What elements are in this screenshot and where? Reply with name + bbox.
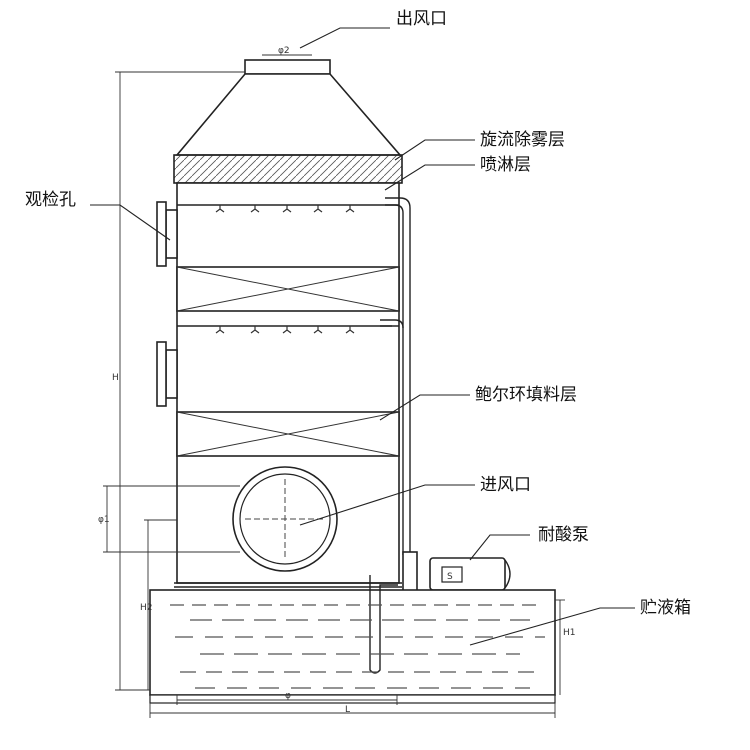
height-label: H	[112, 373, 119, 383]
demister-label: 旋流除雾层	[480, 130, 565, 150]
outlet-duct	[244, 59, 331, 75]
svg-text:S: S	[447, 572, 453, 582]
packing-label: 鲍尔环填料层	[475, 385, 577, 405]
acid-pump: S	[402, 551, 511, 593]
tank-label: 贮液箱	[640, 598, 691, 618]
inlet-port	[232, 466, 338, 572]
dimension-lines	[103, 54, 565, 718]
inlet-label: 进风口	[480, 475, 531, 495]
length-label: L	[345, 705, 350, 715]
suction-pipe	[369, 575, 398, 674]
outlet-dia-label: φ2	[278, 46, 290, 56]
spray-pipe	[380, 197, 411, 555]
inspection-label: 观检孔	[25, 190, 76, 210]
pump-label: 耐酸泵	[538, 525, 589, 545]
spray-label: 喷淋层	[480, 155, 531, 175]
inlet-dia-label: φ1	[98, 515, 110, 525]
packing-layer-upper	[176, 266, 400, 312]
liquid-tank	[149, 589, 556, 704]
tank-height-label: H1	[563, 628, 576, 638]
diameter-label: φ	[285, 691, 291, 701]
spray-nozzles-upper	[215, 205, 355, 213]
liquid-surface	[170, 604, 545, 689]
leader-lines	[90, 27, 635, 646]
inspection-port-lower	[156, 341, 178, 407]
spray-nozzles-lower	[215, 326, 355, 334]
packing-layer-lower	[176, 411, 400, 457]
top-cone	[175, 73, 402, 156]
demister-layer	[173, 154, 403, 184]
inspection-port-upper	[156, 201, 178, 267]
outlet-label: 出风口	[396, 9, 447, 29]
inlet-height-label: H2	[140, 603, 153, 613]
